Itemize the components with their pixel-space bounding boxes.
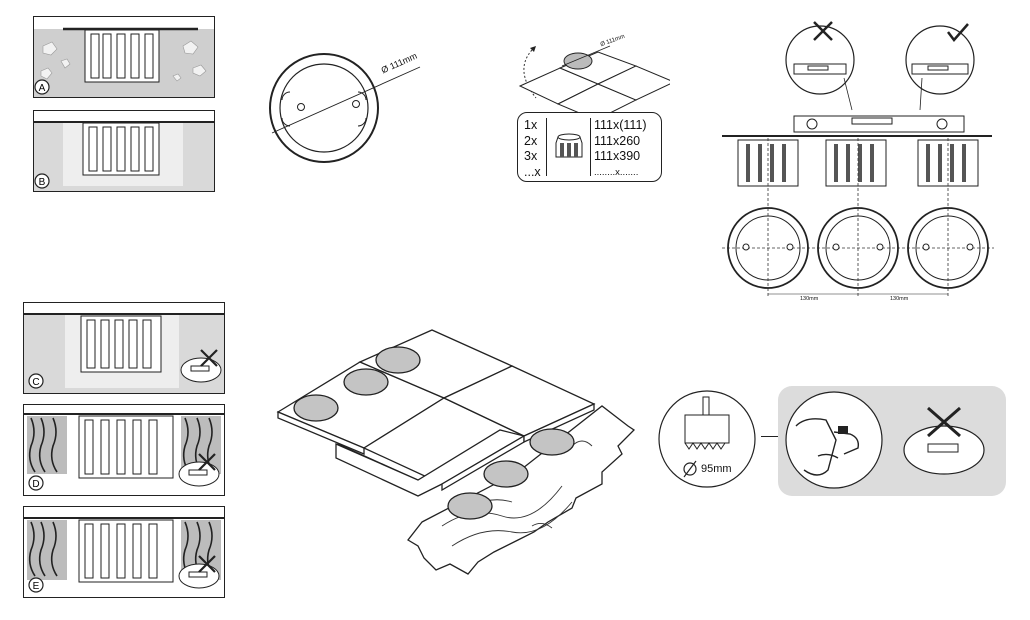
panel-c-letter: C — [32, 377, 39, 388]
size-table-counts: 1x 2x 3x ...x — [524, 118, 548, 180]
multi-box-assembly: 130mm 130mm — [722, 18, 1002, 302]
spacing-label-right: 130mm — [890, 296, 909, 302]
size-n: ........x....... — [594, 166, 639, 178]
small-plate-illustration: Ø 111mm — [500, 28, 670, 120]
cross-icon — [813, 21, 833, 41]
check-icon — [947, 23, 969, 42]
connector-line — [761, 436, 785, 437]
size-1: 111x(111) — [594, 118, 647, 132]
wiring-gray-panel — [778, 386, 1008, 498]
panel-b-plaster: B — [33, 110, 215, 192]
panel-a-letter: A — [39, 83, 46, 94]
diameter-icon — [683, 460, 697, 478]
panel-e-letter: E — [33, 581, 40, 592]
plates-and-wood-board — [272, 326, 642, 578]
spacing-label-left: 130mm — [800, 296, 819, 302]
cross-icon — [927, 406, 961, 438]
cross-icon — [198, 453, 216, 471]
box-icon — [552, 131, 586, 161]
size-table: 1x 2x 3x ...x 111x(111) 111x260 111x390 … — [517, 112, 662, 182]
count-2: 2x — [524, 133, 538, 148]
size-table-sizes: 111x(111) 111x260 111x390 ........x.....… — [594, 118, 660, 180]
cross-icon — [200, 349, 218, 367]
table-divider — [590, 118, 591, 176]
count-n: ...x — [524, 164, 541, 179]
count-3: 3x — [524, 149, 538, 163]
panel-b-letter: B — [39, 177, 46, 188]
hole-saw-detail: 95mm — [655, 385, 765, 495]
size-3: 111x390 — [594, 149, 641, 163]
table-divider — [546, 118, 547, 176]
panel-c-plaster-no-cover: C — [23, 302, 225, 394]
size-2: 111x260 — [594, 133, 641, 148]
panel-d-wood-no-cover: D — [23, 404, 225, 496]
panel-d-letter: D — [32, 479, 39, 490]
round-box-top-view: Ø 111mm — [268, 50, 438, 170]
cross-icon — [198, 555, 216, 573]
panel-e-wood-no-cover: E — [23, 506, 225, 598]
count-1: 1x — [524, 118, 538, 132]
hole-saw-diameter-label: 95mm — [701, 463, 732, 475]
panel-a-concrete: A — [33, 16, 215, 98]
